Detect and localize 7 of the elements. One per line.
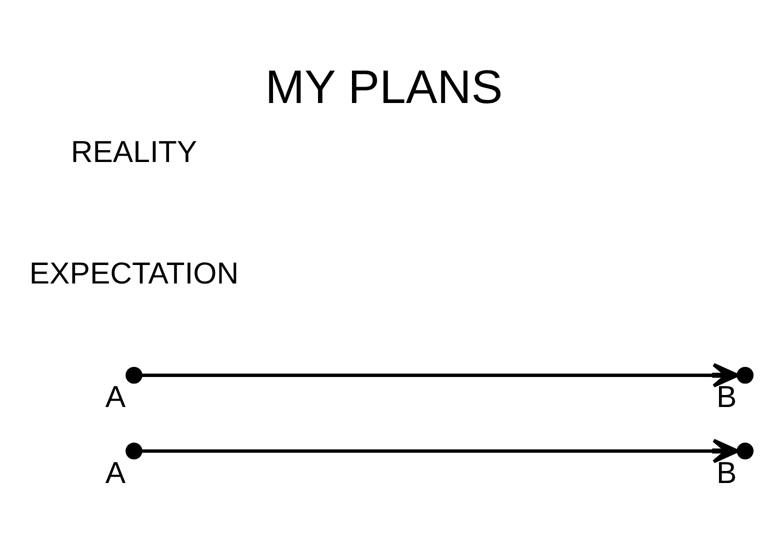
diagram-title: MY PLANS bbox=[265, 60, 503, 114]
node-label: B bbox=[716, 456, 737, 490]
node-label: A bbox=[105, 456, 126, 490]
node-label: A bbox=[105, 381, 126, 414]
label: EXPECTATION bbox=[29, 257, 239, 290]
node-label: B bbox=[716, 381, 737, 414]
label: REALITY bbox=[70, 136, 198, 170]
